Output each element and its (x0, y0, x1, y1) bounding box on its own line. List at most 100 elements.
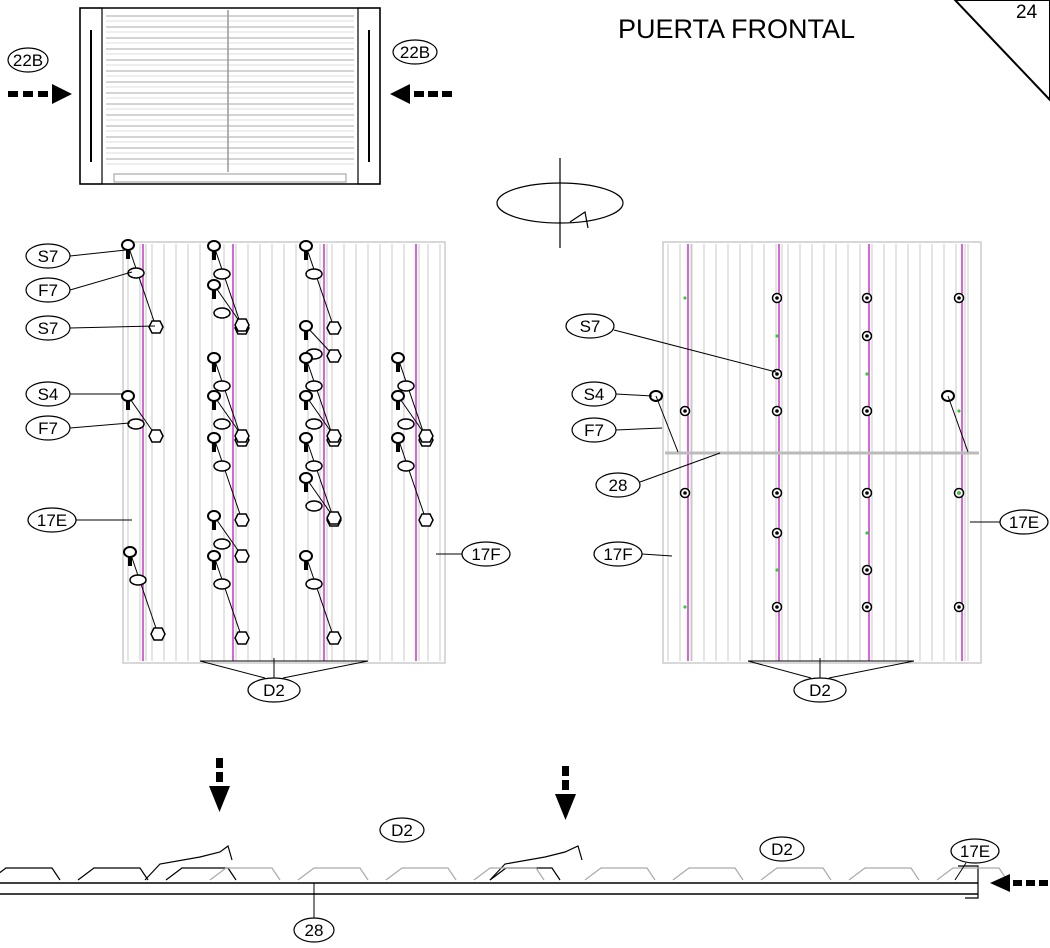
arrow-down-icon (555, 766, 576, 820)
bolt-axis (947, 395, 969, 453)
label-d2-right: D2 (809, 681, 831, 700)
bolt-assembly (123, 546, 166, 641)
hex-nut (148, 429, 164, 443)
screw-shank (212, 520, 216, 530)
screw-head (299, 472, 313, 484)
screw-head (391, 432, 405, 444)
screw-shank (396, 442, 400, 452)
callout-f7-a: F7 (25, 271, 133, 303)
label-s7-a: S7 (38, 247, 59, 266)
label-17e-left: 17E (37, 511, 67, 530)
label-17f-left: 17F (471, 545, 500, 564)
callout-s4-right: S4 (571, 381, 653, 407)
screw-shank (212, 250, 216, 260)
bolt-axis (213, 284, 243, 326)
washer (305, 268, 323, 280)
callout-f7-right: F7 (571, 417, 663, 443)
hex-nut (326, 321, 342, 335)
nut-center (775, 605, 779, 609)
callout-17f-left: 17F (436, 541, 511, 567)
callout-28-right: 28 (595, 452, 721, 498)
hex-nut (326, 349, 342, 363)
screw-head (207, 550, 221, 562)
bolt-assembly (299, 240, 342, 335)
bolt-assembly (121, 239, 164, 334)
label-28-right: 28 (609, 476, 628, 495)
bolt-axis (213, 395, 243, 437)
hole-marker (957, 491, 961, 495)
screw-shank (304, 400, 308, 410)
screw-head (299, 352, 313, 364)
screw-shank (304, 560, 308, 570)
washer (213, 380, 231, 392)
profile-corrugation (0, 867, 237, 881)
bolt-assembly (207, 432, 250, 527)
screw-shank (126, 249, 130, 259)
bolt-assembly (299, 472, 342, 525)
callout-d2-right: D2 (747, 658, 915, 703)
screw-shank (304, 250, 308, 260)
nut-center (683, 409, 687, 413)
screw-head (207, 240, 221, 252)
bolt-axis (305, 437, 335, 521)
washer (213, 460, 231, 472)
nut-center (865, 491, 869, 495)
nut-center (775, 296, 779, 300)
label-f7-b: F7 (38, 419, 58, 438)
bolt-axis (397, 357, 427, 441)
screw-shank (304, 362, 308, 372)
screw-head (299, 432, 313, 444)
screw-shank (128, 556, 132, 566)
screw-shank (212, 289, 216, 299)
bolt-axis (213, 245, 243, 329)
callout-17e-section: 17E (950, 838, 1000, 881)
hole-marker (865, 531, 869, 535)
bolt-assembly (207, 550, 250, 645)
callout-s4: S4 (25, 381, 124, 407)
bolt-assembly (391, 390, 434, 443)
bolt-axis (397, 395, 427, 437)
profile-lift (489, 845, 583, 881)
nut-center (775, 531, 779, 535)
bolt-axis (127, 244, 157, 328)
callout-28-section: 28 (293, 883, 335, 943)
hex-nut (326, 511, 342, 525)
hole-marker (775, 568, 779, 572)
page-number: 24 (1016, 2, 1038, 23)
screw-head (121, 239, 135, 251)
hole-marker (775, 334, 779, 338)
nut-center (957, 605, 961, 609)
screw-head (121, 390, 135, 402)
nut-center (865, 568, 869, 572)
nut-center (957, 296, 961, 300)
hex-nut (326, 631, 342, 645)
screw-shank (396, 362, 400, 372)
arrow-down-icon (209, 758, 230, 812)
nut-center (775, 372, 779, 376)
screw-head (299, 320, 313, 332)
washer (305, 578, 323, 590)
profile-corrugation (489, 867, 561, 881)
label-d2-section-a: D2 (391, 821, 413, 840)
bolt-assembly (207, 510, 250, 563)
rotate-icon (496, 158, 624, 248)
label-s7-right: S7 (580, 317, 601, 336)
callout-17f-right: 17F (593, 541, 673, 567)
screw-shank (396, 400, 400, 410)
bolt-axis (213, 437, 243, 521)
bolt-axis (397, 437, 427, 521)
washer (213, 418, 231, 430)
washer (397, 460, 415, 472)
callout-d2-left: D2 (199, 658, 369, 703)
left-panel-callouts: S7 F7 S7 S4 F7 17E 1 (25, 243, 511, 703)
hex-nut (234, 513, 250, 527)
callout-s7-right: S7 (565, 313, 777, 373)
washer (213, 538, 231, 550)
screw-shank (126, 400, 130, 410)
screw-head (299, 240, 313, 252)
hex-nut (148, 320, 164, 334)
bolt-axis (213, 515, 243, 557)
screw-shank (212, 400, 216, 410)
screw-head (207, 352, 221, 364)
